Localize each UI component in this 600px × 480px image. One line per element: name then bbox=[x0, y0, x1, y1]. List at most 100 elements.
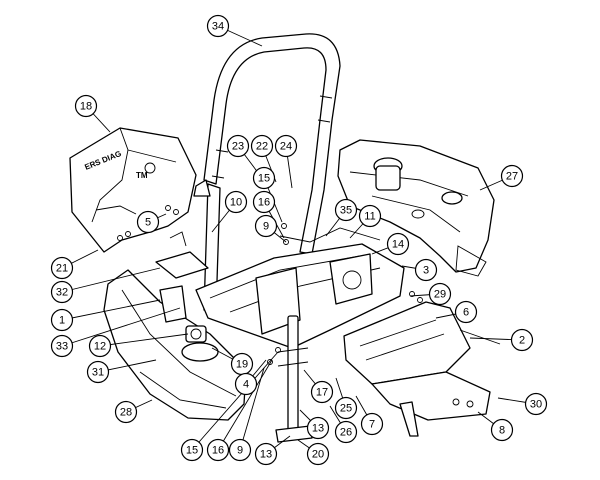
callout-number: 11 bbox=[364, 211, 375, 223]
hardware-bolts bbox=[117, 205, 423, 365]
callout-number: 10 bbox=[230, 197, 242, 209]
callout-circle bbox=[254, 442, 278, 466]
fuel-tank-housing bbox=[337, 139, 495, 277]
callout-33: 33 bbox=[50, 334, 74, 358]
callout-14: 14 bbox=[386, 232, 410, 256]
callout-number: 13 bbox=[312, 423, 324, 435]
decal-mark: TM bbox=[136, 171, 148, 180]
callout-circle bbox=[274, 134, 298, 158]
callout-circle bbox=[74, 94, 98, 118]
callout-number: 26 bbox=[340, 427, 352, 439]
callout-11: 11 bbox=[358, 204, 382, 228]
callout-13: 13 bbox=[254, 442, 278, 466]
center-frame bbox=[195, 227, 405, 349]
callout-number: 31 bbox=[92, 367, 104, 379]
callout-circle bbox=[228, 438, 252, 462]
callout-number: 9 bbox=[263, 221, 269, 233]
callout-9: 9 bbox=[254, 214, 278, 238]
callout-9: 9 bbox=[228, 438, 252, 462]
callout-circle bbox=[386, 232, 410, 256]
callout-number: 7 bbox=[369, 419, 375, 431]
callout-circle bbox=[86, 360, 110, 384]
callout-22: 22 bbox=[250, 134, 274, 158]
callout-number: 23 bbox=[232, 141, 244, 153]
callout-circle bbox=[428, 282, 452, 306]
callout-number: 18 bbox=[80, 101, 92, 113]
callout-circle bbox=[254, 214, 278, 238]
leader-line bbox=[99, 333, 189, 347]
callout-number: 21 bbox=[56, 263, 68, 275]
callout-circle bbox=[500, 164, 524, 188]
callout-circle bbox=[250, 134, 274, 158]
callout-18: 18 bbox=[74, 94, 98, 118]
callout-number: 33 bbox=[56, 341, 68, 353]
callout-circle bbox=[306, 442, 330, 466]
callout-number: 22 bbox=[256, 141, 268, 153]
callout-number: 16 bbox=[212, 445, 224, 457]
callout-circle bbox=[226, 134, 250, 158]
callout-16: 16 bbox=[252, 190, 276, 214]
callout-number: 16 bbox=[258, 197, 270, 209]
callout-10: 10 bbox=[224, 190, 248, 214]
callout-number: 6 bbox=[463, 307, 469, 319]
callout-circle bbox=[334, 420, 358, 444]
callout-circle bbox=[50, 256, 74, 280]
callout-28: 28 bbox=[114, 400, 138, 424]
callout-20: 20 bbox=[306, 442, 330, 466]
callout-number: 35 bbox=[340, 205, 352, 217]
callout-number: 34 bbox=[212, 21, 224, 33]
callout-number: 13 bbox=[260, 449, 272, 461]
callout-number: 3 bbox=[423, 265, 429, 277]
callout-number: 12 bbox=[94, 341, 106, 353]
callout-17: 17 bbox=[310, 380, 334, 404]
callout-number: 2 bbox=[519, 335, 525, 347]
callout-number: 29 bbox=[434, 289, 446, 301]
leader-line bbox=[61, 267, 161, 293]
callout-23: 23 bbox=[226, 134, 250, 158]
callout-circle bbox=[114, 400, 138, 424]
leader-line bbox=[61, 307, 181, 347]
callout-1: 1 bbox=[50, 308, 74, 332]
callout-circle bbox=[306, 416, 330, 440]
callout-27: 27 bbox=[500, 164, 524, 188]
callout-21: 21 bbox=[50, 256, 74, 280]
seat-shield-panel: ERS DIAG TM bbox=[69, 127, 197, 253]
front-bumper-cover bbox=[103, 269, 247, 421]
callout-25: 25 bbox=[334, 396, 358, 420]
callout-19: 19 bbox=[230, 352, 254, 376]
callout-circle bbox=[414, 258, 438, 282]
callout-12: 12 bbox=[88, 334, 112, 358]
callout-circle bbox=[358, 204, 382, 228]
callout-35: 35 bbox=[334, 198, 358, 222]
callout-13: 13 bbox=[306, 416, 330, 440]
callout-29: 29 bbox=[428, 282, 452, 306]
callout-circle bbox=[252, 166, 276, 190]
callout-number: 15 bbox=[258, 173, 270, 185]
callout-3: 3 bbox=[414, 258, 438, 282]
foot-platform bbox=[343, 301, 501, 437]
callout-circle bbox=[510, 328, 534, 352]
callout-circle bbox=[524, 392, 548, 416]
callout-5: 5 bbox=[136, 210, 160, 234]
callout-16: 16 bbox=[206, 438, 230, 462]
leader-line bbox=[217, 359, 273, 451]
callout-4: 4 bbox=[234, 372, 258, 396]
callout-circle bbox=[206, 14, 230, 38]
callout-circle bbox=[252, 190, 276, 214]
callout-number: 20 bbox=[312, 449, 324, 461]
callout-circle bbox=[334, 396, 358, 420]
callout-circle bbox=[454, 300, 478, 324]
callout-circle bbox=[88, 334, 112, 358]
leader-line bbox=[239, 367, 265, 451]
callout-circle bbox=[224, 190, 248, 214]
leader-line bbox=[61, 299, 161, 321]
steering-post bbox=[275, 315, 313, 443]
callout-circle bbox=[136, 210, 160, 234]
callout-number: 28 bbox=[120, 407, 132, 419]
callout-number: 19 bbox=[236, 359, 248, 371]
callout-30: 30 bbox=[524, 392, 548, 416]
callout-number: 15 bbox=[186, 445, 198, 457]
callout-circle bbox=[490, 418, 514, 442]
